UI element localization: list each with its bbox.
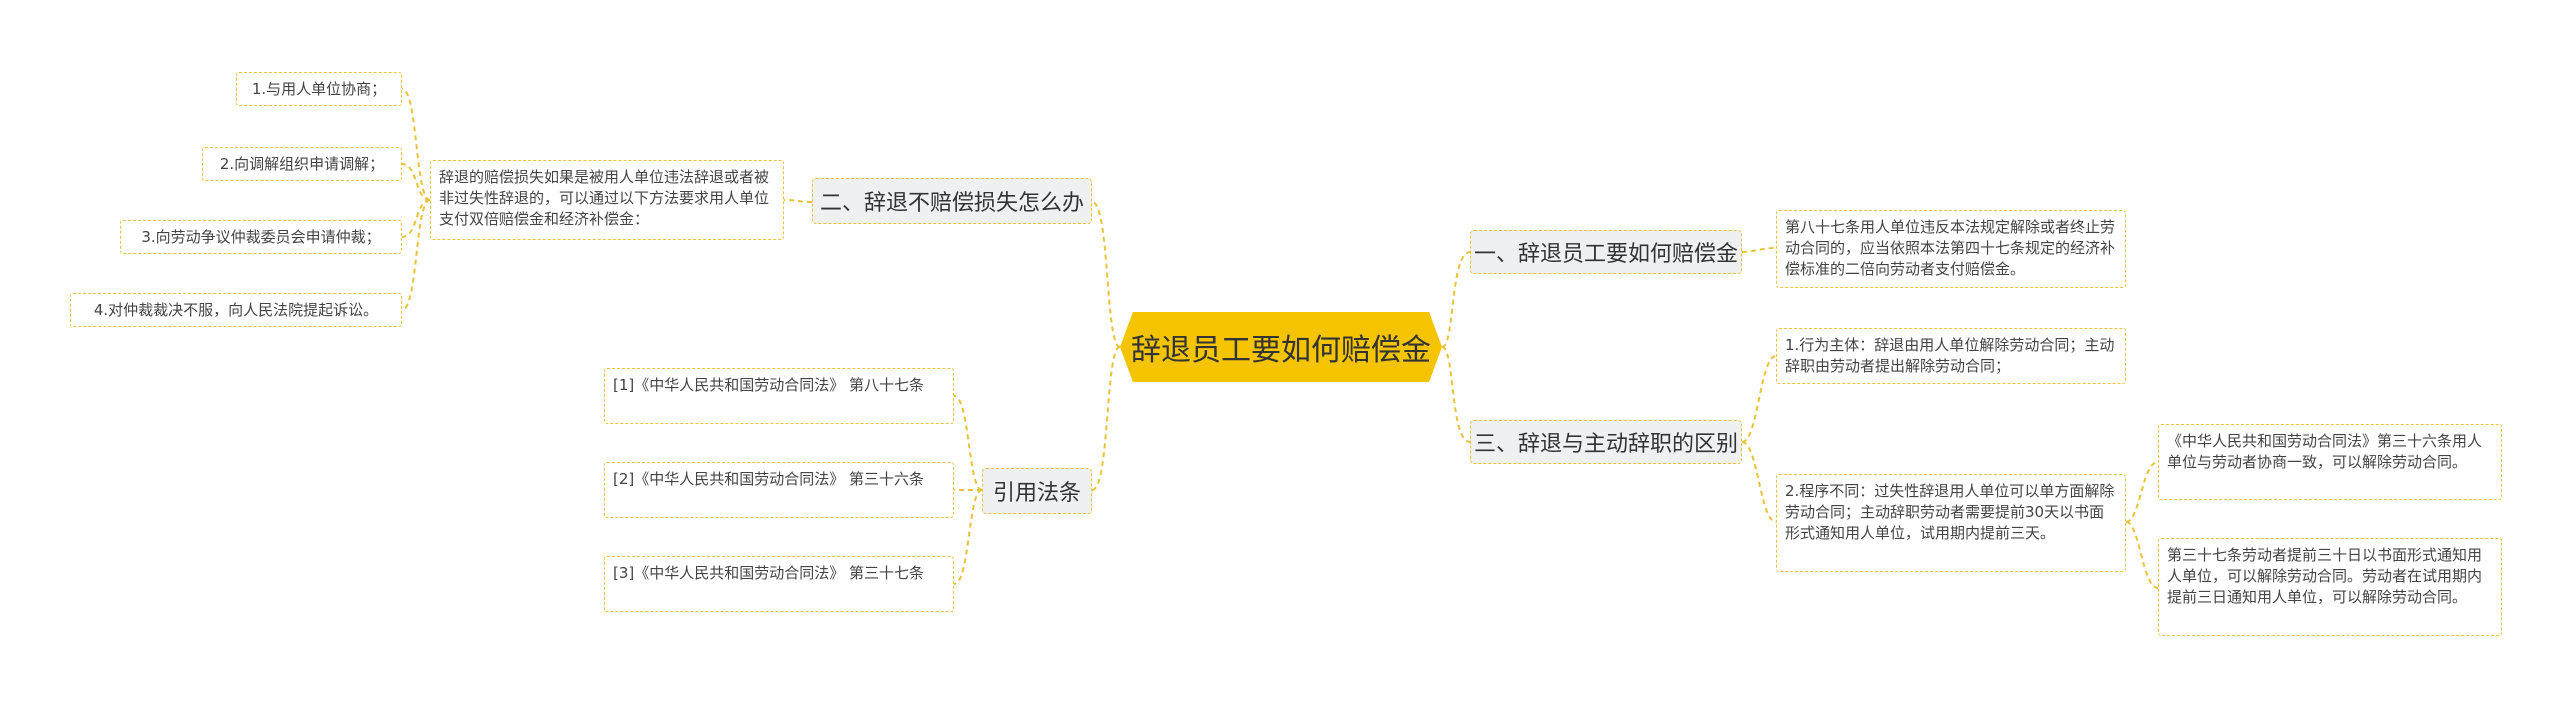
b3-item-b-2[interactable]: 第三十七条劳动者提前三十日以书面形式通知用人单位，可以解除劳动合同。劳动者在试用… [2158, 538, 2502, 636]
connector-b4-ref1 [953, 395, 983, 491]
b2-option-3-text: 3.向劳动争议仲裁委员会申请仲裁； [141, 227, 381, 246]
branch-2[interactable]: 二、辞退不赔偿损失怎么办 [812, 178, 1092, 224]
b2-option-4-text: 4.对仲裁裁决不服，向人民法院提起诉讼。 [93, 300, 379, 319]
b3-item-b-1[interactable]: 《中华人民共和国劳动合同法》第三十六条用人单位与劳动者协商一致，可以解除劳动合同… [2158, 424, 2502, 500]
branch-4[interactable]: 引用法条 [982, 468, 1092, 514]
b2-option-1[interactable]: 1.与用人单位协商； [236, 72, 402, 106]
connector-root-b3 [1441, 346, 1471, 443]
b3-item-b-2-text: 第三十七条劳动者提前三十日以书面形式通知用人单位，可以解除劳动合同。劳动者在试用… [2167, 546, 2483, 606]
connector-b3-b [1741, 441, 1777, 523]
b2-option-2[interactable]: 2.向调解组织申请调解； [202, 147, 402, 181]
reference-3[interactable]: [3]《中华人民共和国劳动合同法》 第三十七条 [604, 556, 954, 612]
connector-b2desc-opt3 [401, 199, 431, 238]
branch-3-label: 三、辞退与主动辞职的区别 [1473, 432, 1738, 457]
reference-2[interactable]: [2]《中华人民共和国劳动合同法》 第三十六条 [604, 462, 954, 518]
connector-b2-desc [783, 199, 813, 203]
b1-description[interactable]: 第八十七条用人单位违反本法规定解除或者终止劳动合同的，应当依照本法第四十七条规定… [1776, 210, 2126, 288]
connector-b2desc-opt4 [401, 199, 431, 311]
connector-b3b-1 [2125, 461, 2159, 523]
b2-description[interactable]: 辞退的赔偿损失如果是被用人单位违法辞退或者被非过失性辞退的，可以通过以下方法要求… [430, 160, 784, 240]
branch-1[interactable]: 一、辞退员工要如何赔偿金 [1470, 230, 1742, 274]
b2-option-4[interactable]: 4.对仲裁裁决不服，向人民法院提起诉讼。 [70, 293, 402, 327]
reference-1[interactable]: [1]《中华人民共和国劳动合同法》 第八十七条 [604, 368, 954, 424]
connector-b3-a [1741, 355, 1777, 443]
connector-root-b4 [1091, 346, 1121, 491]
reference-1-text: [1]《中华人民共和国劳动合同法》 第八十七条 [613, 376, 925, 394]
b2-description-text: 辞退的赔偿损失如果是被用人单位违法辞退或者被非过失性辞退的，可以通过以下方法要求… [439, 168, 770, 228]
root-node[interactable]: 辞退员工要如何赔偿金 [1120, 312, 1442, 382]
connector-b2desc-opt1 [401, 88, 431, 201]
b2-option-2-text: 2.向调解组织申请调解； [219, 154, 385, 173]
branch-2-label: 二、辞退不赔偿损失怎么办 [819, 191, 1084, 216]
connector-b1-desc [1741, 247, 1777, 253]
b3-item-a[interactable]: 1.行为主体：辞退由用人单位解除劳动合同；主动辞职由劳动者提出解除劳动合同； [1776, 328, 2126, 384]
branch-4-label: 引用法条 [992, 481, 1081, 506]
b3-item-b-1-text: 《中华人民共和国劳动合同法》第三十六条用人单位与劳动者协商一致，可以解除劳动合同… [2167, 432, 2483, 471]
b2-option-1-text: 1.与用人单位协商； [251, 79, 387, 98]
reference-2-text: [2]《中华人民共和国劳动合同法》 第三十六条 [613, 470, 925, 488]
connector-root-b2 [1091, 201, 1121, 348]
root-label: 辞退员工要如何赔偿金 [1131, 333, 1431, 368]
connector-b4-ref3 [953, 489, 983, 585]
branch-1-label: 一、辞退员工要如何赔偿金 [1473, 242, 1738, 267]
b3-item-b[interactable]: 2.程序不同：过失性辞退用人单位可以单方面解除劳动合同；主动辞职劳动者需要提前3… [1776, 474, 2126, 572]
branch-3[interactable]: 三、辞退与主动辞职的区别 [1470, 420, 1742, 464]
connector-b2desc-opt2 [401, 163, 431, 201]
reference-3-text: [3]《中华人民共和国劳动合同法》 第三十七条 [613, 564, 925, 582]
b3-item-a-text: 1.行为主体：辞退由用人单位解除劳动合同；主动辞职由劳动者提出解除劳动合同； [1785, 336, 2115, 375]
b1-description-text: 第八十七条用人单位违反本法规定解除或者终止劳动合同的，应当依照本法第四十七条规定… [1785, 218, 2116, 278]
connector-b3b-2 [2125, 521, 2159, 589]
connector-root-b1 [1441, 251, 1471, 348]
b2-option-3[interactable]: 3.向劳动争议仲裁委员会申请仲裁； [120, 220, 402, 254]
b3-item-b-text: 2.程序不同：过失性辞退用人单位可以单方面解除劳动合同；主动辞职劳动者需要提前3… [1785, 482, 2115, 542]
